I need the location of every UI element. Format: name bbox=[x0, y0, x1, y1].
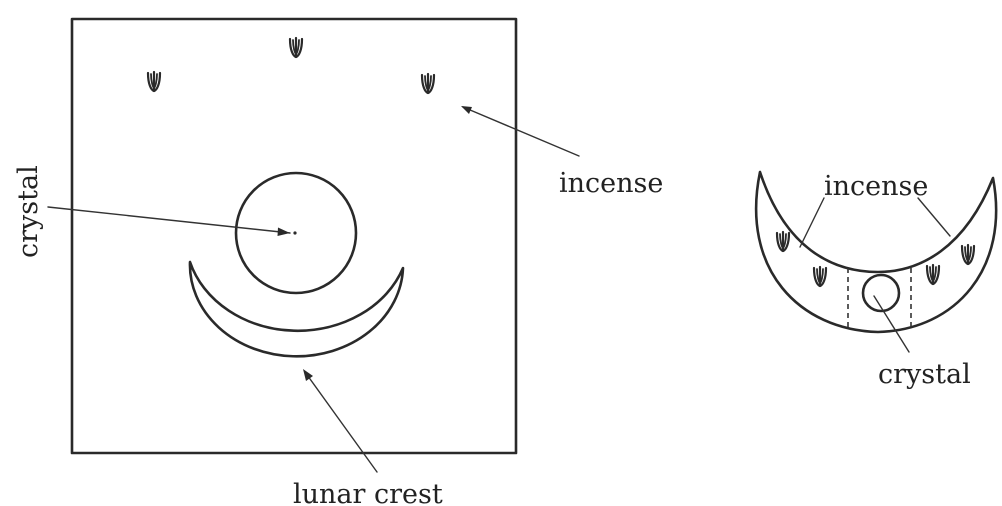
crescent-altar bbox=[754, 170, 998, 334]
incense-leader-right bbox=[917, 197, 951, 237]
incense-icon bbox=[925, 263, 941, 286]
incense-icon bbox=[960, 243, 976, 266]
crystal-leader-right bbox=[873, 295, 910, 353]
crystal-center-dot bbox=[293, 231, 297, 235]
right-altar-figure: incense crystal bbox=[754, 170, 998, 390]
lunar-crest-leader-line bbox=[304, 371, 378, 473]
label-crystal-right: crystal bbox=[878, 359, 971, 390]
crystal-circle bbox=[234, 171, 358, 295]
incense-icon bbox=[812, 265, 828, 288]
incense-icon bbox=[288, 36, 304, 59]
left-altar-figure: crystal incense lunar crest bbox=[13, 17, 663, 506]
incense-leader-left bbox=[799, 197, 825, 248]
crystal-arrowhead bbox=[277, 227, 290, 236]
label-incense-left: incense bbox=[559, 168, 663, 199]
lunar-crest-crescent bbox=[188, 260, 405, 358]
label-lunar-crest: lunar crest bbox=[293, 479, 443, 506]
lunar-crest-arrowhead bbox=[303, 369, 313, 381]
altar-square bbox=[70, 17, 518, 455]
incense-icon bbox=[146, 70, 162, 93]
incense-leader-line bbox=[462, 106, 580, 157]
crystal-leader-line bbox=[47, 206, 291, 234]
label-crystal-left: crystal bbox=[13, 165, 44, 258]
label-incense-right: incense bbox=[824, 171, 928, 202]
crystal-circle-small bbox=[861, 273, 901, 313]
incense-arrowhead bbox=[461, 106, 472, 114]
incense-icon bbox=[420, 72, 436, 95]
incense-icon bbox=[775, 230, 791, 253]
